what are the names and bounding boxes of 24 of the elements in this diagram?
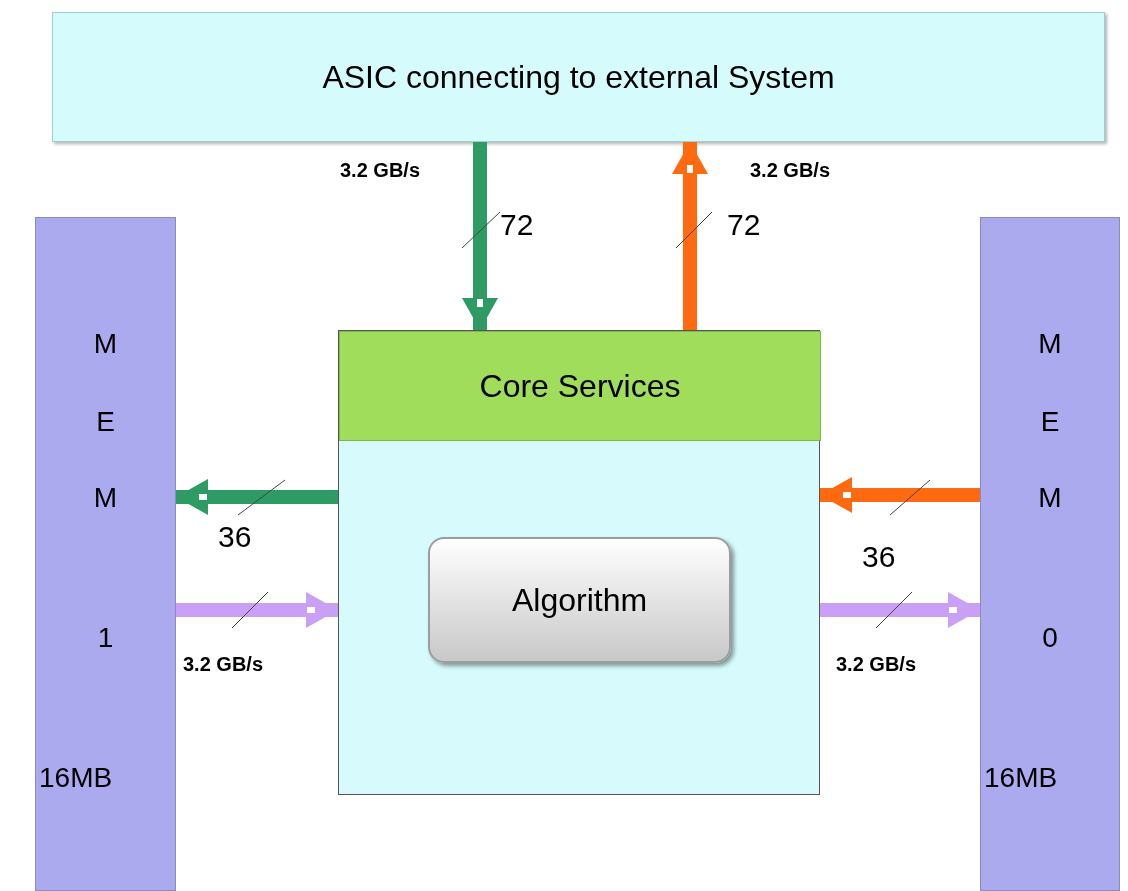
bus-width-label: 72	[500, 210, 534, 240]
memory-size: 16MB	[38, 764, 114, 792]
algorithm-box: Algorithm	[428, 537, 731, 663]
arrow	[462, 142, 498, 330]
edge-label: 3.2 GB/s	[340, 160, 421, 180]
vertical-label: M E M 1	[93, 327, 118, 652]
edge-label: 36	[218, 522, 252, 552]
arrow	[820, 592, 980, 628]
core-services-box: Core Services	[339, 331, 821, 441]
edge-label: 36	[862, 542, 896, 572]
arrow	[176, 479, 338, 515]
edge-label: 3.2 GB/s	[183, 654, 264, 674]
arrow	[820, 477, 980, 513]
edge-label: 3.2 GB/s	[750, 160, 831, 180]
asic-box: ASIC connecting to external System	[52, 12, 1105, 142]
bus-width-label: 72	[727, 210, 761, 240]
edge-label: 3.2 GB/s	[836, 654, 917, 674]
arrow	[176, 592, 338, 628]
memory-bar	[980, 217, 1120, 891]
vertical-label: M E M 0	[1038, 327, 1062, 652]
fpga-box	[338, 330, 820, 795]
memory-size: 16MB	[983, 764, 1059, 792]
arrow	[672, 142, 708, 330]
memory-bar	[35, 217, 176, 891]
